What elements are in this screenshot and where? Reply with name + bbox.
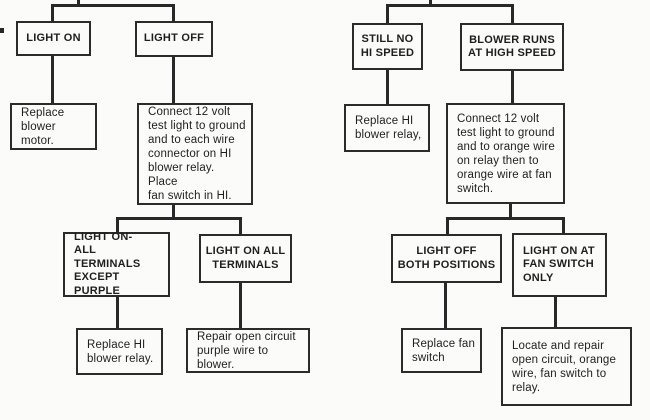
flow-node-light-off: LIGHT OFF xyxy=(135,21,213,57)
connector-stub-light-on xyxy=(51,4,54,23)
node-label: LIGHT ON ALL TERMINALS xyxy=(205,245,286,271)
flow-node-light-on-fan-switch-only: LIGHT ON AT FAN SWITCH ONLY xyxy=(512,233,607,297)
connector-fan-only-to-locate xyxy=(554,296,557,329)
flow-node-connect-orange-wire: Connect 12 volt test light to ground and… xyxy=(446,103,565,204)
flow-node-light-on: LIGHT ON xyxy=(16,21,91,56)
connector-except-purple-to-replace-relay xyxy=(116,296,119,330)
connector-stub-light-off xyxy=(172,4,175,23)
node-label: LIGHT ON- ALL TERMINALS EXCEPT PURPLE xyxy=(74,230,141,297)
connector-stub-still-no xyxy=(386,4,389,25)
node-label: BLOWER RUNS AT HIGH SPEED xyxy=(467,33,556,60)
node-label: Replace fan switch xyxy=(412,337,476,364)
connector-light-on-to-replace-motor xyxy=(51,55,54,105)
node-label: Repair open circuit purple wire to blowe… xyxy=(197,330,296,371)
node-label: LIGHT OFF xyxy=(143,32,205,45)
flow-node-light-on-all-terminals: LIGHT ON ALL TERMINALS xyxy=(199,234,292,283)
connector-stub-light-off-both xyxy=(446,217,449,235)
connector-both-positions-to-replace-fan xyxy=(444,282,447,330)
connector-blower-runs-to-connect xyxy=(511,70,514,105)
connector-right-split-horizontal xyxy=(446,217,565,220)
connector-connect-left-down xyxy=(172,204,175,219)
connector-left-split-horizontal xyxy=(116,217,242,220)
connector-right-incoming-vertical xyxy=(429,0,432,7)
node-label: Replace blower motor. xyxy=(21,106,65,147)
node-label: Replace HI blower relay. xyxy=(87,338,154,365)
flow-node-connect-each-wire: Connect 12 volt test light to ground and… xyxy=(137,103,253,205)
flow-node-replace-hi-blower-relay-left: Replace HI blower relay. xyxy=(76,328,163,375)
connector-light-off-to-connect xyxy=(172,55,175,105)
node-label: Connect 12 volt test light to ground and… xyxy=(457,112,555,195)
connector-stub-fan-switch-only xyxy=(562,217,565,234)
flow-node-repair-open-circuit-purple: Repair open circuit purple wire to blowe… xyxy=(186,328,310,373)
node-label: STILL NO HI SPEED xyxy=(360,33,415,59)
scan-artifact xyxy=(0,28,4,33)
node-label: Replace HI blower relay, xyxy=(355,115,422,141)
flow-node-light-off-both-positions: LIGHT OFF BOTH POSITIONS xyxy=(391,234,502,283)
node-label: Connect 12 volt test light to ground and… xyxy=(148,106,246,202)
connector-connect-right-down xyxy=(509,203,512,219)
connector-still-no-to-replace-relay xyxy=(386,69,389,106)
flow-node-replace-blower-motor: Replace blower motor. xyxy=(10,103,97,150)
connector-all-terminals-to-repair xyxy=(239,282,242,330)
connector-left-top-horizontal xyxy=(51,4,175,7)
node-label: LIGHT ON xyxy=(26,31,81,44)
node-label: Locate and repair open circuit, orange w… xyxy=(512,339,617,394)
connector-stub-blower-runs xyxy=(511,4,514,25)
flow-node-replace-fan-switch: Replace fan switch xyxy=(401,328,482,373)
node-label: LIGHT OFF BOTH POSITIONS xyxy=(397,245,496,271)
flow-node-replace-hi-blower-relay-right: Replace HI blower relay, xyxy=(344,104,430,152)
connector-right-top-horizontal xyxy=(386,4,514,7)
connector-left-incoming-vertical xyxy=(77,0,80,7)
flow-node-light-on-all-except-purple: LIGHT ON- ALL TERMINALS EXCEPT PURPLE xyxy=(63,230,170,297)
connector-stub-except-purple xyxy=(116,217,119,234)
node-label: LIGHT ON AT FAN SWITCH ONLY xyxy=(523,244,595,284)
flow-node-locate-repair-open-circuit: Locate and repair open circuit, orange w… xyxy=(501,327,632,406)
flow-node-blower-runs-high-speed: BLOWER RUNS AT HIGH SPEED xyxy=(460,23,564,71)
flow-node-still-no-hi-speed: STILL NO HI SPEED xyxy=(352,23,423,70)
connector-stub-all-terminals xyxy=(239,217,242,236)
